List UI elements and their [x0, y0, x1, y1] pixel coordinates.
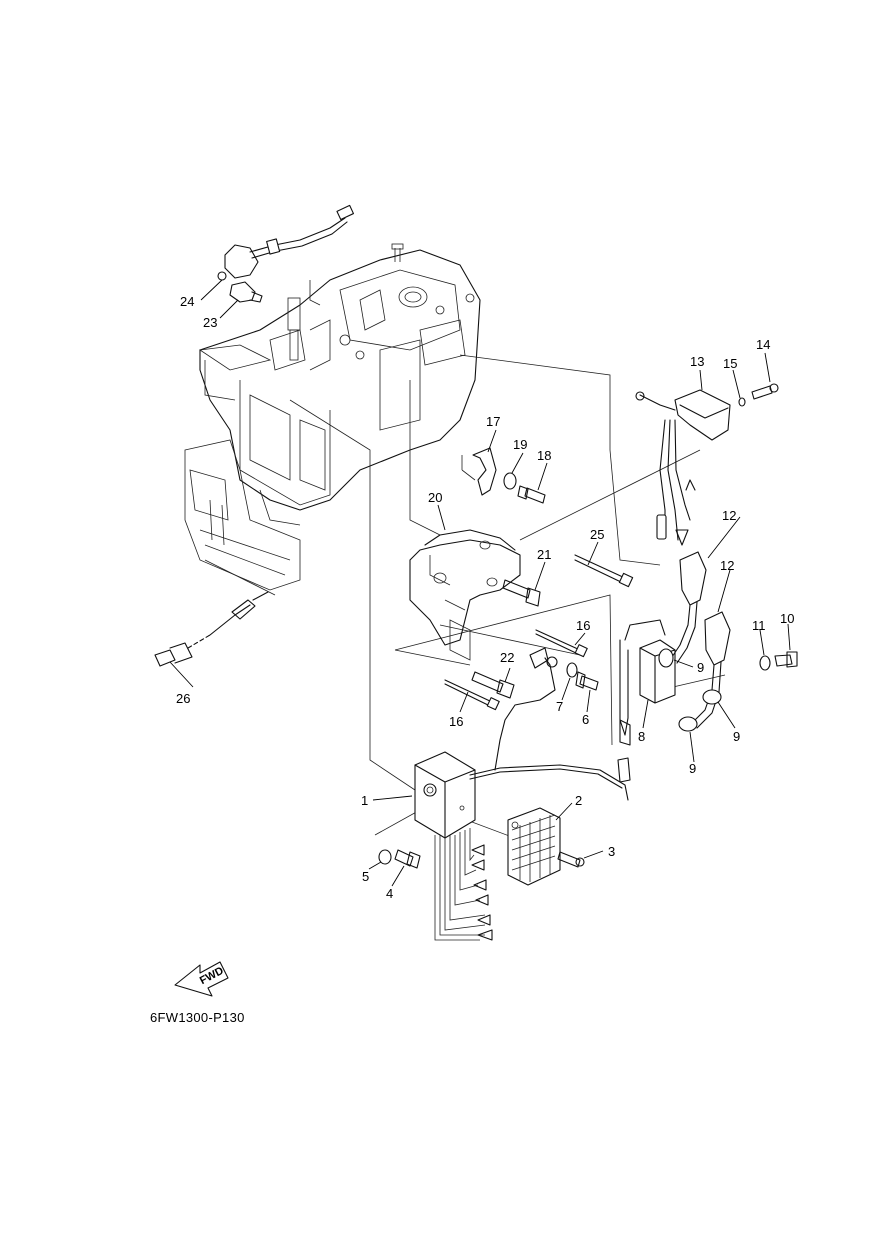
- part-11-washer: [759, 655, 771, 671]
- part-25-cable-tie: [574, 554, 634, 588]
- part-17-bracket: [461, 447, 497, 496]
- part-13-unit-with-leads: [635, 389, 731, 546]
- callout-14: 14: [756, 337, 770, 352]
- part-23-sensor: [229, 281, 263, 303]
- callout-15: 15: [723, 356, 737, 371]
- callout-25: 25: [590, 527, 604, 542]
- callout-11: 11: [752, 618, 766, 633]
- part-9-grommet-lower: [678, 716, 698, 732]
- part-19-washer: [503, 472, 517, 490]
- part-9-grommet-upper: [658, 648, 674, 668]
- callout-leaders: [169, 279, 791, 887]
- callout-23: 23: [203, 315, 217, 330]
- part-21-bolt: [502, 579, 541, 607]
- part-26-sensor-with-lead: [154, 591, 269, 667]
- part-18-bolt: [517, 485, 546, 504]
- callout-16-upper: 16: [576, 618, 590, 633]
- part-4-bolt: [394, 849, 421, 869]
- part-9-grommet-mid: [702, 689, 722, 705]
- callout-9-upper: 9: [697, 660, 704, 675]
- routing-lines: [204, 354, 726, 841]
- callout-19: 19: [513, 437, 527, 452]
- part-7-washer: [566, 662, 578, 678]
- callout-17: 17: [486, 414, 500, 429]
- engine-block: [184, 243, 481, 591]
- callout-16-lower: 16: [449, 714, 463, 729]
- callout-labels: 24 23 26 17 19 18 20 21 25 16 22 16 7 6 …: [176, 294, 794, 901]
- part-16-cable-tie-lower: [444, 679, 500, 711]
- callout-2: 2: [575, 793, 582, 808]
- callout-8: 8: [638, 729, 645, 744]
- part-12-plug-cap-upper: [669, 551, 707, 664]
- callout-3: 3: [608, 844, 615, 859]
- callout-24: 24: [180, 294, 194, 309]
- callout-26: 26: [176, 691, 190, 706]
- callout-5: 5: [362, 869, 369, 884]
- callout-9-right: 9: [733, 729, 740, 744]
- callout-6: 6: [582, 712, 589, 727]
- diagram-code: 6FW1300-P130: [150, 1010, 245, 1025]
- part-20-bracket: [409, 529, 521, 661]
- part-5-washer: [378, 849, 392, 865]
- part-6-bolt: [575, 671, 599, 691]
- callout-4: 4: [386, 886, 393, 901]
- callout-20: 20: [428, 490, 442, 505]
- part-24-plug-cap-lead: [217, 204, 355, 281]
- callout-12-lower: 12: [720, 558, 734, 573]
- fwd-arrow-icon: FWD: [174, 961, 229, 997]
- part-14-screw: [751, 383, 779, 400]
- callout-1: 1: [361, 793, 368, 808]
- part-15-washer: [738, 397, 746, 407]
- part-22-bolt: [471, 671, 515, 699]
- callout-22: 22: [500, 650, 514, 665]
- callout-18: 18: [537, 448, 551, 463]
- ground-lead: [494, 647, 558, 771]
- part-8-ignition-coil: [617, 619, 676, 783]
- part-16-cable-tie-upper: [535, 629, 588, 658]
- callout-21: 21: [537, 547, 551, 562]
- callout-10: 10: [780, 611, 794, 626]
- callout-7: 7: [556, 699, 563, 714]
- callout-12-upper: 12: [722, 508, 736, 523]
- part-2-terminal-block: [507, 807, 561, 886]
- callout-13: 13: [690, 354, 704, 369]
- part-1-cdi-unit: [414, 751, 629, 839]
- wiring-harness: [434, 828, 493, 941]
- callout-9-lower: 9: [689, 761, 696, 776]
- part-3-screw: [557, 851, 585, 868]
- part-10-bolt: [774, 651, 798, 668]
